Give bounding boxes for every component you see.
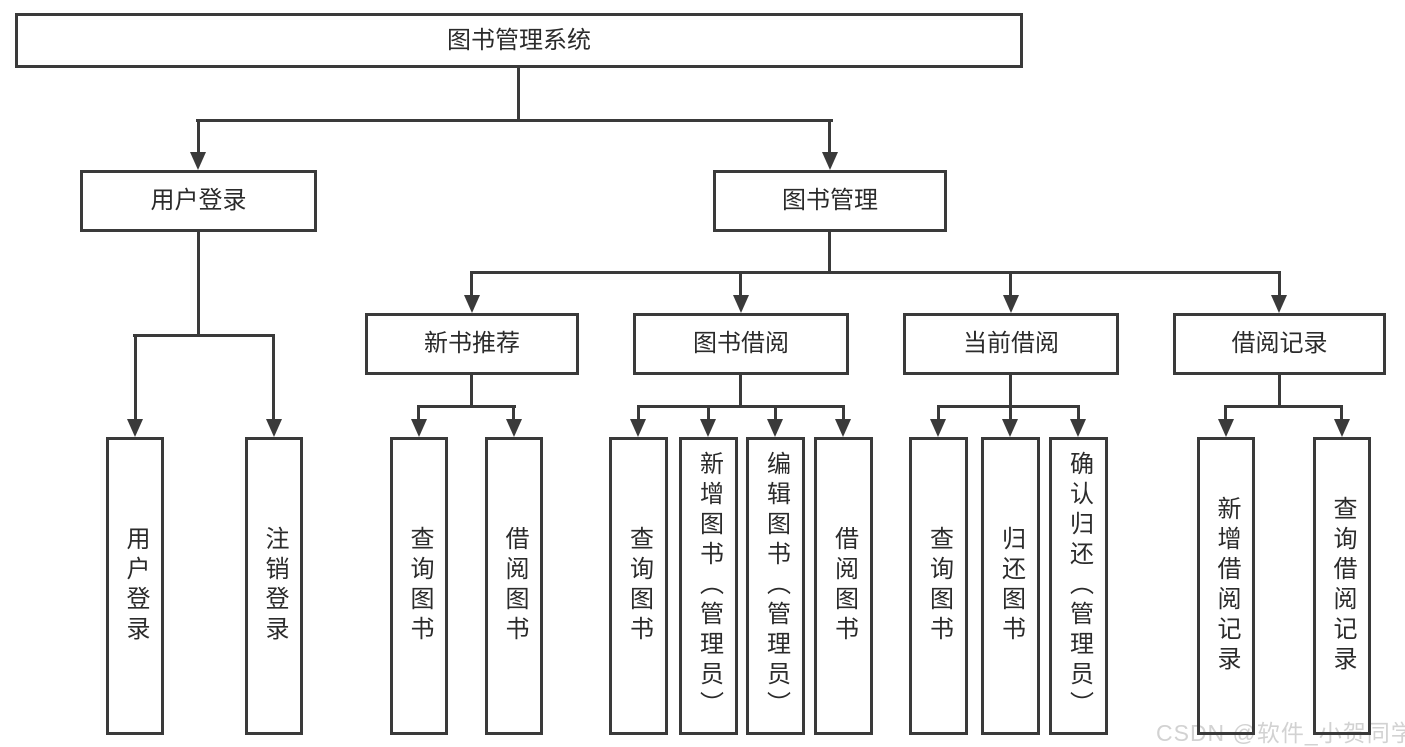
node-label: 查询借阅记录 bbox=[1329, 496, 1356, 676]
connector-drop bbox=[707, 405, 710, 422]
connector-drop bbox=[774, 405, 777, 422]
node-label: 新书推荐 bbox=[424, 330, 520, 357]
node-new-book-recommend: 新书推荐 bbox=[365, 313, 579, 375]
node-label: 当前借阅 bbox=[963, 330, 1059, 357]
node-user-login: 用户登录 bbox=[80, 170, 317, 232]
node-borrow-records: 借阅记录 bbox=[1173, 313, 1386, 375]
node-logout: 注销登录 bbox=[245, 437, 303, 735]
connector-drop-borrow-records bbox=[1278, 271, 1281, 298]
connector-drop bbox=[842, 405, 845, 422]
connector-drop bbox=[937, 405, 940, 422]
connector-drop bbox=[637, 405, 640, 422]
node-query-books-borrow: 查询图书 bbox=[609, 437, 668, 735]
arrowhead-icon bbox=[700, 419, 716, 437]
arrowhead-icon bbox=[1003, 295, 1019, 313]
arrowhead-icon bbox=[733, 295, 749, 313]
connector-root-branch bbox=[196, 119, 833, 122]
node-query-books-current: 查询图书 bbox=[909, 437, 968, 735]
connector-new-book-stub bbox=[470, 375, 473, 408]
node-label: 用户登录 bbox=[122, 526, 149, 646]
node-label: 借阅记录 bbox=[1231, 330, 1328, 357]
node-label: 归还图书 bbox=[997, 526, 1025, 646]
arrowhead-icon bbox=[506, 419, 522, 437]
node-login: 用户登录 bbox=[106, 437, 164, 735]
node-book-management: 图书管理 bbox=[713, 170, 947, 232]
connector-new-book-branch bbox=[417, 405, 516, 408]
connector-book-mgmt-stub bbox=[828, 232, 831, 274]
connector-drop-new-book bbox=[470, 271, 473, 298]
connector-book-borrow-stub bbox=[739, 375, 742, 408]
arrowhead-icon bbox=[930, 419, 946, 437]
node-label: 查询图书 bbox=[406, 526, 433, 646]
arrowhead-icon bbox=[630, 419, 646, 437]
connector-drop bbox=[1009, 405, 1012, 422]
connector-drop-current-borrow bbox=[1009, 271, 1012, 298]
node-add-borrow-record: 新增借阅记录 bbox=[1197, 437, 1255, 735]
node-book-borrow: 图书借阅 bbox=[633, 313, 849, 375]
connector-drop-login bbox=[134, 334, 137, 422]
node-borrow-books: 借阅图书 bbox=[814, 437, 873, 735]
node-edit-book-admin: 编辑图书（管理员） bbox=[746, 437, 805, 735]
node-label: 图书管理系统 bbox=[447, 26, 591, 54]
arrowhead-icon bbox=[1002, 419, 1018, 437]
node-query-books-recommend: 查询图书 bbox=[390, 437, 448, 735]
connector-drop bbox=[1224, 405, 1227, 422]
arrowhead-icon bbox=[1218, 419, 1234, 437]
node-label: 确认归还（管理员） bbox=[1065, 451, 1093, 721]
node-current-borrow: 当前借阅 bbox=[903, 313, 1119, 375]
connector-drop-user-login bbox=[197, 119, 200, 155]
arrowhead-icon bbox=[411, 419, 427, 437]
node-label: 注销登录 bbox=[261, 526, 288, 646]
arrowhead-icon bbox=[1334, 419, 1350, 437]
connector-book-borrow-branch bbox=[637, 405, 845, 408]
node-label: 新增图书（管理员） bbox=[695, 451, 723, 721]
connector-user-login-stub bbox=[197, 232, 200, 336]
node-label: 新增借阅记录 bbox=[1213, 496, 1240, 676]
node-borrow-books-recommend: 借阅图书 bbox=[485, 437, 543, 735]
arrowhead-icon bbox=[822, 152, 838, 170]
connector-drop-book-management bbox=[828, 119, 831, 155]
connector-drop-logout bbox=[272, 334, 275, 422]
connector-drop bbox=[417, 405, 420, 422]
node-label: 查询图书 bbox=[625, 526, 653, 646]
node-label: 图书管理 bbox=[782, 187, 878, 214]
node-label: 借阅图书 bbox=[501, 526, 528, 646]
arrowhead-icon bbox=[1070, 419, 1086, 437]
arrowhead-icon bbox=[190, 152, 206, 170]
arrowhead-icon bbox=[266, 419, 282, 437]
node-label: 借阅图书 bbox=[830, 526, 858, 646]
connector-user-login-branch bbox=[133, 334, 275, 337]
node-confirm-return-admin: 确认归还（管理员） bbox=[1049, 437, 1108, 735]
arrowhead-icon bbox=[127, 419, 143, 437]
node-add-book-admin: 新增图书（管理员） bbox=[679, 437, 738, 735]
connector-book-mgmt-branch bbox=[470, 271, 1281, 274]
connector-drop bbox=[512, 405, 515, 422]
node-label: 查询图书 bbox=[925, 526, 953, 646]
arrowhead-icon bbox=[1271, 295, 1287, 313]
arrowhead-icon bbox=[464, 295, 480, 313]
connector-drop bbox=[1077, 405, 1080, 422]
connector-drop-book-borrow bbox=[739, 271, 742, 298]
node-label: 编辑图书（管理员） bbox=[762, 451, 790, 721]
node-query-borrow-record: 查询借阅记录 bbox=[1313, 437, 1371, 735]
node-label: 图书借阅 bbox=[693, 330, 789, 357]
csdn-watermark: CSDN @软件_小贺同学 bbox=[1156, 720, 1405, 746]
connector-current-borrow-stub bbox=[1009, 375, 1012, 408]
arrowhead-icon bbox=[767, 419, 783, 437]
connector-current-borrow-branch bbox=[937, 405, 1079, 408]
connector-borrow-records-stub bbox=[1278, 375, 1281, 408]
node-library-management-system: 图书管理系统 bbox=[15, 13, 1023, 68]
connector-root-stub bbox=[517, 68, 520, 122]
node-return-book: 归还图书 bbox=[981, 437, 1040, 735]
arrowhead-icon bbox=[835, 419, 851, 437]
connector-borrow-records-branch bbox=[1224, 405, 1343, 408]
node-label: 用户登录 bbox=[150, 187, 247, 214]
connector-drop bbox=[1340, 405, 1343, 422]
